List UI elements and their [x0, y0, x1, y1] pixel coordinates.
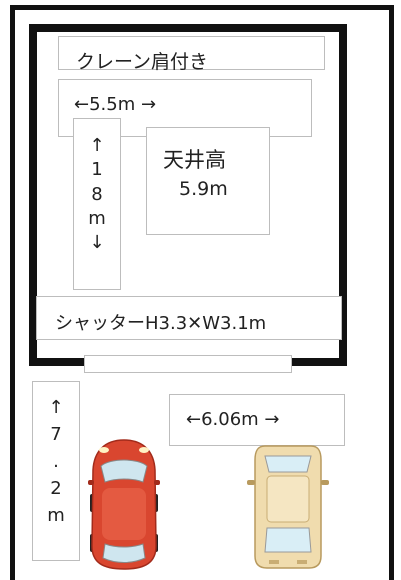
- parking-depth-char: m: [47, 505, 65, 526]
- depth-char: ↓: [89, 232, 105, 254]
- crane-label-box: [58, 36, 325, 70]
- parking-depth-char: 7: [50, 424, 62, 445]
- garage-wall-bottom-right: [289, 358, 347, 366]
- outer-frame-left: [10, 5, 15, 580]
- parking-width-label: ←6.06m →: [186, 409, 280, 430]
- ceiling-height-value: 5.9m: [179, 178, 228, 200]
- shutter-label-box: [36, 296, 342, 340]
- garage-wall-top: [31, 24, 347, 32]
- outer-frame-top: [12, 5, 394, 10]
- parking-depth-box: [32, 381, 80, 561]
- crane-label: クレーン肩付き: [76, 51, 209, 73]
- depth-dimension-label: ↑ 1 8 m ↓: [73, 134, 121, 255]
- garage-wall-left: [29, 24, 37, 366]
- cream-car-icon: [245, 442, 331, 570]
- parking-depth-char: ↑: [48, 397, 64, 418]
- depth-char: 1: [91, 159, 103, 181]
- parking-depth-label: ↑ 7 . 2 m: [32, 394, 80, 529]
- ceiling-height-title: 天井高: [163, 148, 226, 172]
- ceiling-height-box: [146, 127, 270, 235]
- red-car-icon: [86, 436, 162, 572]
- depth-char: m: [88, 207, 106, 229]
- depth-dimension-box: [73, 118, 121, 290]
- parking-width-box: [169, 394, 345, 446]
- depth-char: 8: [91, 183, 103, 205]
- garage-wall-right: [339, 24, 347, 366]
- shutter-opening: [84, 355, 292, 373]
- width-dimension-label: ←5.5m →: [74, 94, 157, 115]
- garage-wall-bottom-left: [29, 358, 89, 366]
- parking-depth-char: 2: [50, 478, 62, 499]
- parking-depth-char: .: [53, 451, 59, 472]
- depth-char: ↑: [89, 135, 105, 156]
- shutter-label: シャッターH3.3✕W3.1m: [55, 313, 267, 334]
- outer-frame-right: [389, 8, 394, 580]
